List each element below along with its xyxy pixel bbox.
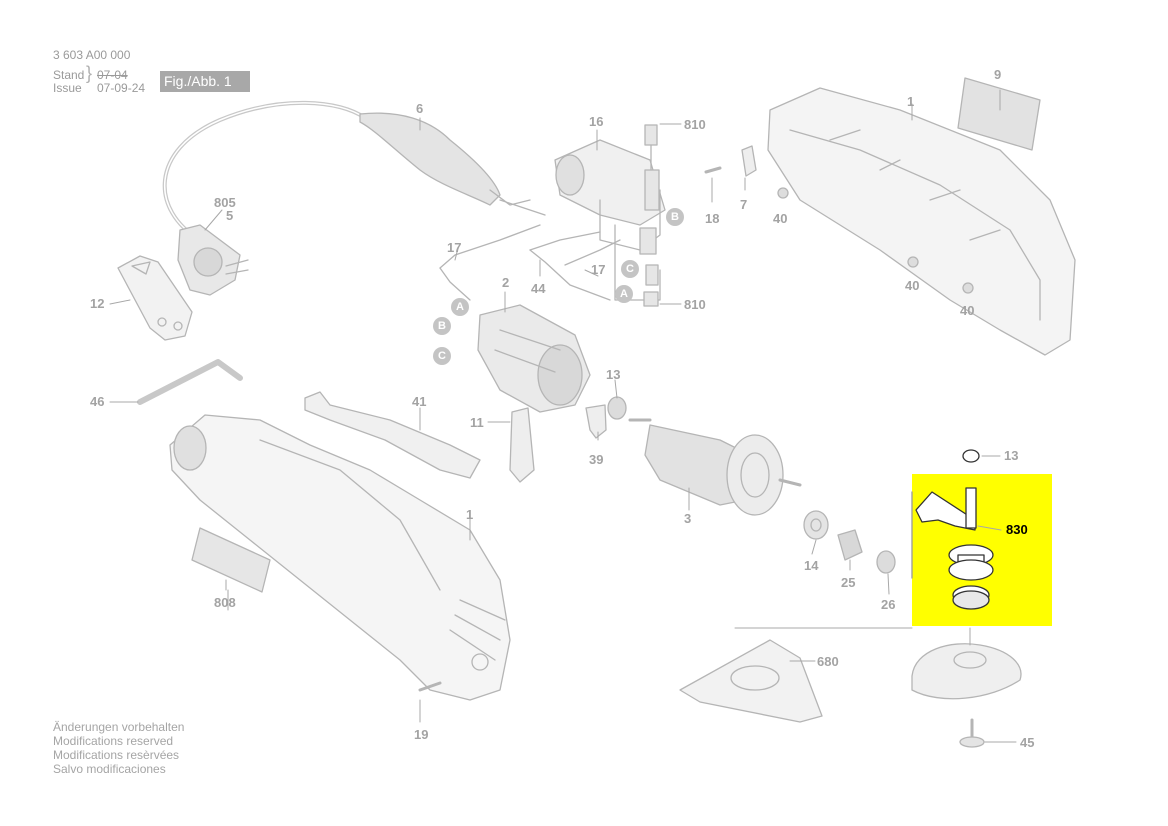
part-number-label: 25 [841,575,856,590]
part-number-label: 7 [740,197,748,212]
part-number-label: 17 [447,240,462,255]
part-number-label: 13 [606,367,621,382]
footer-note: Modifications resèrvées [53,748,180,762]
saw-blade-drawing [911,643,1022,700]
part-number-label: 18 [705,211,720,226]
part-number-label: 39 [589,452,604,467]
stator-drawing [477,304,591,413]
part-number-label: 2 [502,275,510,290]
nut-40-c-drawing [962,282,974,294]
part-number-label: 26 [881,597,896,612]
clip-7-drawing [741,145,757,177]
bearing-13-drawing [607,396,627,420]
part-number-label: 40 [905,278,920,293]
drawing-number: 3 603 A00 000 [53,48,131,62]
part-number-label: 680 [817,654,839,669]
footer-note: Salvo modificaciones [53,762,166,776]
connector-circle: B [433,317,451,335]
footer-notes: Änderungen vorbehalten Modifications res… [53,720,184,776]
connector-circle: A [615,285,633,303]
bracket-12-drawing [117,255,193,341]
part-830-drawing [915,449,994,610]
nut-40-b-drawing [907,256,919,268]
connector-circle: C [621,260,639,278]
part-number-label: 5 [226,208,234,223]
part-number-label: 808 [214,595,236,610]
connector-circle: B [666,208,684,226]
part-number-label: 40 [773,211,788,226]
part-number-label: 41 [412,394,427,409]
part-number-label: 16 [589,114,604,129]
part-number-label: 1 [907,94,915,109]
plug-drawing [177,224,249,296]
switch-assembly-drawing [554,124,666,307]
footer-note: Änderungen vorbehalten [53,720,185,734]
part-39-drawing [585,404,607,439]
stand-label: Stand [53,68,85,82]
part-number-label: 1 [466,507,474,522]
washer-14-drawing [803,510,829,540]
hex-key-drawing [137,359,243,405]
part-number-label: 11 [470,415,484,430]
label-9-drawing [957,77,1041,151]
part-number-label: 44 [531,281,546,296]
screw-18-drawing [704,166,722,174]
footer-note: Modifications reserved [53,734,174,748]
part-number-label: 810 [684,117,706,132]
old-date: 07-04 [97,68,128,82]
connector-circle: A [451,298,469,316]
part-number-label: 40 [960,303,975,318]
nut-40-a-drawing [777,187,789,199]
part-number-label: 9 [994,67,1002,82]
part-number-label: 13 [1004,448,1019,463]
nut-26-drawing [876,550,896,574]
part-number-label: 6 [416,101,424,116]
label-808-drawing [191,527,271,593]
power-cord-drawing [162,100,546,242]
part-number-label: 805 [214,195,236,210]
sanding-pad-680-drawing [679,639,823,723]
part-number-label: 3 [684,511,692,526]
part-11-drawing [509,407,535,483]
brace-icon: } [86,63,93,83]
part-number-label: 46 [90,394,105,409]
figure-badge: Fig./Abb. 1 [160,71,250,92]
issue-label: Issue [53,81,82,95]
housing-half-drawing [767,87,1076,356]
part-number-label: 17 [591,262,606,277]
bushing-25-drawing [837,529,863,561]
issue-date: 07-09-24 [97,81,146,95]
part-number-label: 19 [414,727,429,742]
part-number-label: 14 [804,558,819,573]
tool-housing-drawing [169,414,511,701]
part-number-label: 810 [684,297,706,312]
connector-circle: C [433,347,451,365]
screw-19-drawing [418,681,442,692]
part-number-label-highlighted: 830 [1006,522,1028,537]
lever-41-drawing [304,391,481,479]
part-number-label: 45 [1020,735,1035,750]
armature-drawing [628,418,802,516]
part-number-label: 12 [90,296,105,311]
